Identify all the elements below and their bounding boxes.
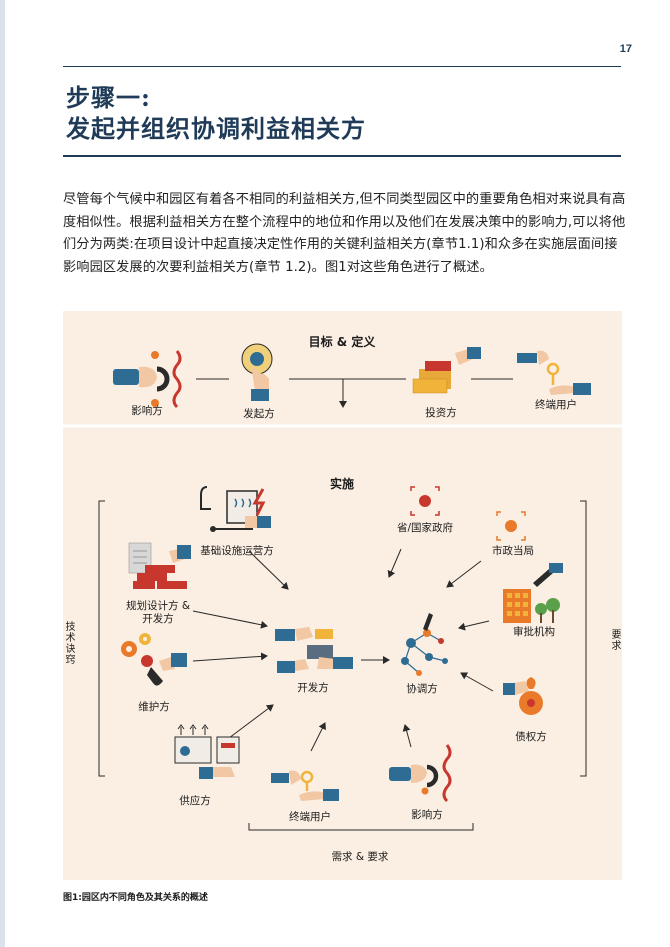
role-label-coordinator: 协调方 <box>406 683 438 695</box>
role-label-end-user-bottom: 终端用户 <box>289 811 331 823</box>
magnet-bottom-icon <box>389 744 452 803</box>
money-stack-icon <box>412 347 481 394</box>
figure-graphics <box>63 343 622 831</box>
title-line-2: 发起并组织协调利益相关方 <box>66 114 366 143</box>
page-number: 17 <box>619 43 632 55</box>
role-label-initiator: 发起方 <box>243 408 275 420</box>
bracket-label-requirements: 要求 <box>609 629 620 651</box>
bracket-label-needs: 需求 & 要求 <box>331 851 389 863</box>
municipal-icon <box>496 511 526 541</box>
section-goals-header: 目标 & 定义 <box>308 335 376 349</box>
section-implementation-header: 实施 <box>329 477 355 491</box>
role-label-government: 省/国家政府 <box>396 522 454 534</box>
impl-arrows <box>192 548 494 752</box>
role-label-creditor: 债权方 <box>515 731 547 743</box>
magnet-icon <box>113 350 182 409</box>
approval-building-icon <box>503 563 563 623</box>
role-label-influencer-bottom: 影响方 <box>411 809 443 821</box>
brick-wall-icon <box>128 542 191 589</box>
top-connectors <box>196 378 513 408</box>
bracket-label-knowhow: 技术诀窍 <box>63 621 74 665</box>
role-label-supplier: 供应方 <box>179 795 211 807</box>
body-paragraph: 尽管每个气候中和园区有着各不相同的利益相关方,但不同类型园区中的重要角色相对来说… <box>63 192 626 275</box>
role-label-maintainer: 维护方 <box>138 701 170 713</box>
role-label-developer: 开发方 <box>297 682 329 694</box>
handshake-icon <box>275 627 353 673</box>
title-rule <box>63 155 621 157</box>
figure-caption: 图1:园区内不同角色及其关系的概述 <box>63 893 208 903</box>
key-icon <box>517 350 591 395</box>
title-line-1: 步骤一: <box>66 83 151 112</box>
push-button-icon <box>241 343 273 401</box>
money-bag-icon <box>503 677 543 715</box>
role-label-municipal: 市政当局 <box>492 545 534 557</box>
key-bottom-icon <box>271 770 339 801</box>
electric-box-icon <box>200 486 271 532</box>
role-label-infrastructure: 基础设施运营方 <box>200 545 274 557</box>
role-label-planner: 规划设计方 & 开发方 <box>125 600 191 625</box>
role-label-investor: 投资方 <box>425 407 457 419</box>
left-margin-band <box>0 0 5 947</box>
utility-meter-icon <box>174 724 240 779</box>
government-icon <box>410 486 440 516</box>
page-title: 步骤一: 发起并组织协调利益相关方 <box>66 82 366 144</box>
gear-wrench-icon <box>121 633 187 686</box>
header-rule <box>63 66 621 67</box>
network-icon <box>401 613 448 676</box>
role-label-influencer: 影响方 <box>131 405 163 417</box>
role-label-end-user-top: 终端用户 <box>535 399 577 411</box>
role-label-approval: 审批机构 <box>513 626 555 638</box>
stakeholder-figure: 目标 & 定义 实施 影响方 发起方 投资方 终端用户 基础设施运营方 规划设计… <box>63 311 622 880</box>
brackets <box>98 500 587 831</box>
